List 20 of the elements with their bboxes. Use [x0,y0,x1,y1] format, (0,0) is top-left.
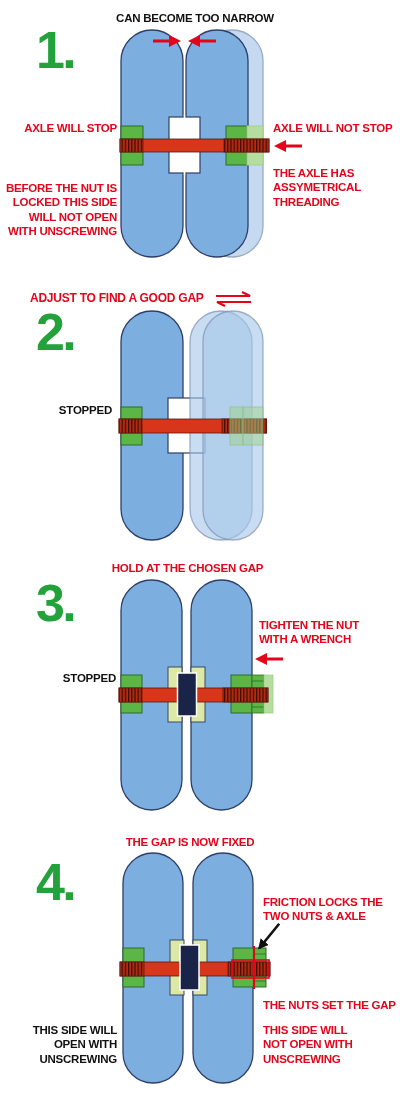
step-number: 1. [36,24,76,76]
annotation: ADJUST TO FIND A GOOD GAP [30,291,205,306]
leader-arrow [258,922,281,950]
annotation: THIS SIDE WILL OPEN WITH UNSCREWING [31,1023,117,1067]
annotation: THE NUTS SET THE GAP [263,998,397,1013]
annotation: THIS SIDE WILL NOT OPEN WITH UNSCREWING [263,1023,354,1067]
annotation: TIGHTEN THE NUT WITH A WRENCH [259,618,361,647]
annotation: HOLD AT THE CHOSEN GAP [110,561,265,576]
step-number: 2. [36,306,76,358]
step-number: 4. [36,856,76,908]
annotation: STOPPED [57,403,112,418]
step-number: 3. [36,577,76,629]
annotation: THE AXLE HAS ASSYMETRICAL THREADING [273,166,362,210]
annotation: BEFORE THE NUT IS LOCKED THIS SIDE WILL NOT OPEN WITH UNSCREWING [4,181,117,239]
annotation: STOPPED [61,671,116,686]
annotation: CAN BECOME TOO NARROW [115,11,275,26]
callout-text: FRICTION LOCKS THE TWO NUTS & AXLE [263,895,398,924]
annotation: THE GAP IS NOW FIXED [124,835,256,850]
annotation: AXLE WILL STOP [23,121,117,136]
annotation: AXLE WILL NOT STOP [273,121,394,136]
